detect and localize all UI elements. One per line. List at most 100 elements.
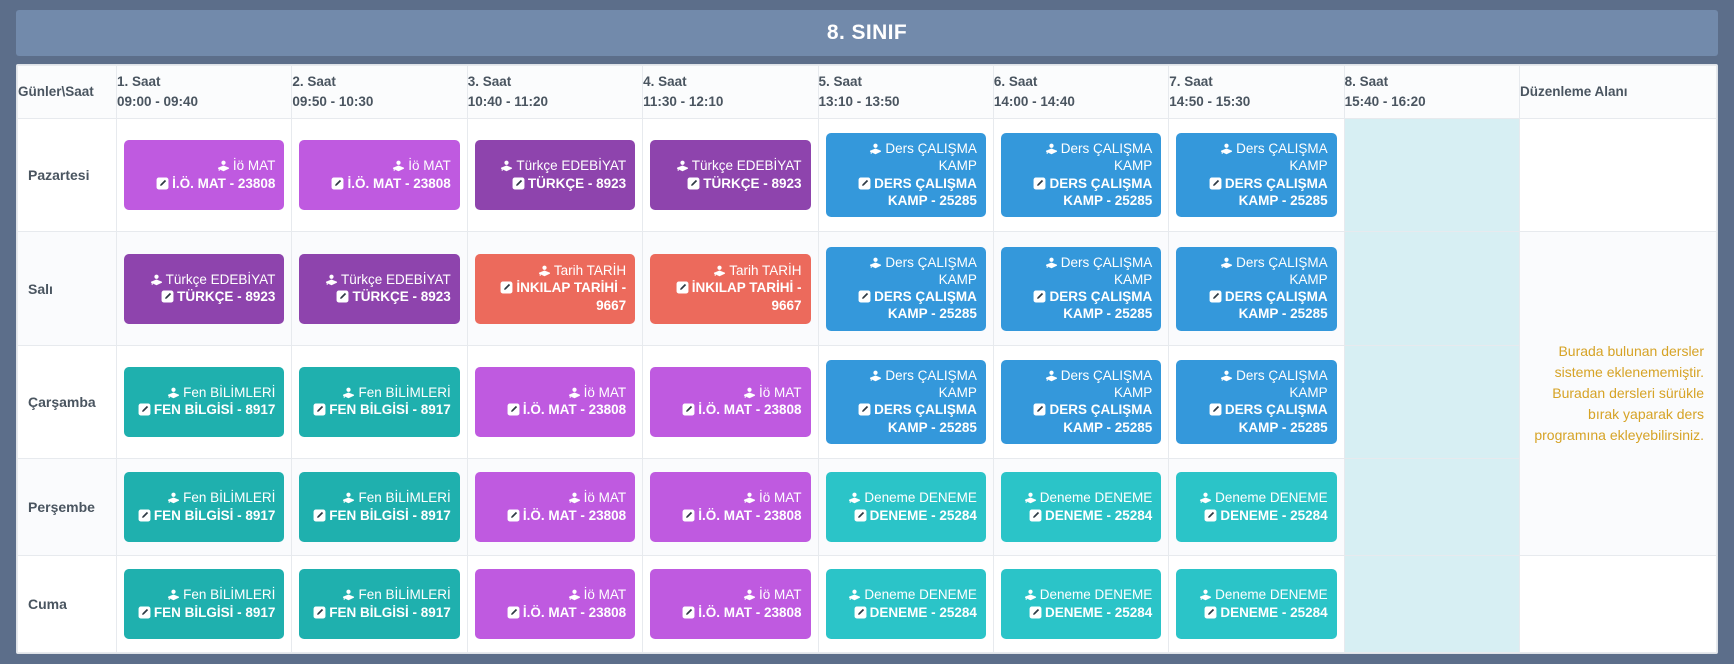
edit-area-cell[interactable]	[1519, 555, 1717, 653]
chip-lesson: FEN BİLGİSİ - 8917	[308, 507, 451, 524]
empty-slot[interactable]	[1343, 458, 1521, 557]
chip-lesson: FEN BİLGİSİ - 8917	[308, 604, 451, 621]
chip-teacher: İö MAT	[659, 384, 802, 401]
book-edit-icon	[1033, 175, 1046, 192]
chip-lesson: DERS ÇALIŞMA KAMP - 25285	[1010, 175, 1152, 210]
empty-slot[interactable]	[1343, 344, 1521, 460]
edit-area-cell[interactable]	[1519, 117, 1717, 233]
teacher-icon	[1024, 586, 1037, 603]
teacher-icon	[167, 586, 180, 603]
edit-area-cell[interactable]: Burada bulunan dersler sisteme eklenemem…	[1519, 231, 1717, 557]
book-edit-icon	[161, 288, 174, 305]
chip-lesson: İ.Ö. MAT - 23808	[659, 507, 802, 524]
empty-slot[interactable]	[1343, 231, 1521, 346]
book-edit-icon	[156, 175, 169, 192]
teacher-icon	[1220, 140, 1233, 157]
chip-lesson: DENEME - 25284	[1010, 507, 1152, 524]
chip-lesson: TÜRKÇE - 8923	[133, 288, 275, 305]
chip-lesson: FEN BİLGİSİ - 8917	[133, 507, 275, 524]
book-edit-icon	[138, 604, 151, 621]
chip-lesson: İ.Ö. MAT - 23808	[308, 175, 451, 192]
chip-teacher: Ders ÇALIŞMA KAMP	[1185, 254, 1328, 289]
teacher-icon	[342, 489, 355, 506]
empty-slot[interactable]	[1343, 117, 1521, 233]
empty-slot[interactable]	[1343, 555, 1521, 653]
teacher-icon	[869, 140, 882, 157]
